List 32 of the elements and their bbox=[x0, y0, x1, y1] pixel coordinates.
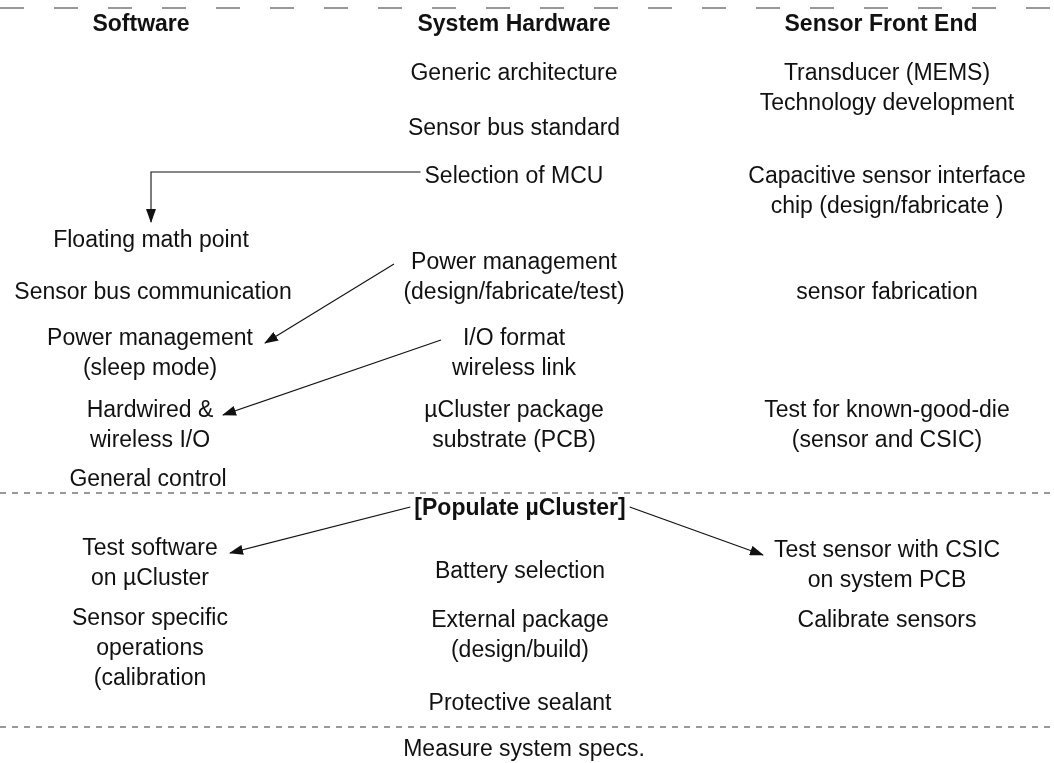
task-text: Protective sealant bbox=[428, 688, 612, 717]
task-text: Capacitive sensor interface chip (design/fabricate ) bbox=[747, 161, 1027, 220]
task-text: Hardwired & wireless I/O bbox=[81, 394, 219, 454]
task-text: Generic architecture bbox=[410, 58, 618, 87]
step-heading: [Populate µCluster] bbox=[414, 492, 626, 522]
task-text: Calibrate sensors bbox=[797, 605, 977, 634]
task-text: Selection of MCU bbox=[424, 160, 604, 190]
task-text: sensor fabrication bbox=[796, 277, 978, 306]
task-text: Floating math point bbox=[53, 224, 249, 254]
arrow bbox=[229, 506, 411, 555]
task-text: Battery selection bbox=[435, 556, 605, 585]
arrow bbox=[222, 339, 442, 416]
task-text: Sensor specific operations (calibration bbox=[71, 603, 229, 692]
column-heading: System Hardware bbox=[417, 9, 611, 38]
task-text: µCluster package substrate (PCB) bbox=[423, 395, 605, 454]
task-text: Test for known-good-die (sensor and CSIC) bbox=[763, 395, 1011, 454]
task-text: Power management (sleep mode) bbox=[39, 322, 261, 382]
task-text: Power management (design/fabricate/test) bbox=[398, 246, 630, 306]
arrow bbox=[629, 506, 764, 556]
task-text: Sensor bus standard bbox=[407, 113, 621, 142]
task-text: Test software on µCluster bbox=[74, 532, 226, 592]
task-text: General control bbox=[69, 464, 227, 493]
column-heading: Sensor Front End bbox=[784, 9, 978, 38]
column-heading: Software bbox=[92, 9, 190, 38]
task-text: External package (design/build) bbox=[430, 605, 610, 664]
task-text: Measure system specs. bbox=[403, 734, 645, 763]
task-text: Transducer (MEMS) Technology development bbox=[758, 58, 1016, 117]
arrow bbox=[146, 171, 422, 223]
task-text: Test sensor with CSIC on system PCB bbox=[767, 534, 1007, 594]
task-text: Sensor bus communication bbox=[14, 277, 292, 306]
task-text: I/O format wireless link bbox=[445, 322, 583, 382]
arrow bbox=[264, 263, 395, 344]
